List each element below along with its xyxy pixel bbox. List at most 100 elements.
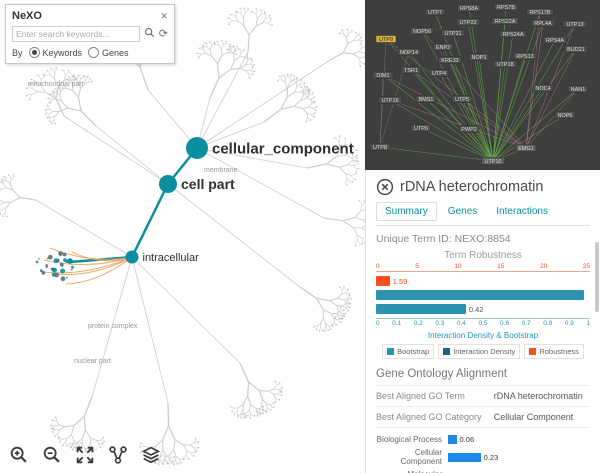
search-mode-keywords[interactable]: Keywords xyxy=(28,47,82,58)
network-node-nop56[interactable]: NOP56 xyxy=(410,27,435,36)
go-alignment-heading: Gene Ontology Alignment xyxy=(376,368,508,380)
network-node-utp6[interactable]: UTP6 xyxy=(410,124,432,133)
network-node-tsr1[interactable]: TSR1 xyxy=(400,66,422,75)
network-node-label: RPS8A xyxy=(460,6,478,12)
search-by-label: By xyxy=(12,47,23,58)
network-node-label: NOP14 xyxy=(400,50,418,56)
search-close-icon[interactable]: ✕ xyxy=(160,10,168,21)
term-title: rDNA heterochromatin xyxy=(400,179,544,195)
network-node-rps22a[interactable]: RPS22A xyxy=(491,17,519,26)
network-node-utp18[interactable]: UTP18 xyxy=(493,60,518,69)
detail-scrollbar[interactable] xyxy=(595,242,599,312)
search-icon[interactable] xyxy=(144,27,155,41)
layers-button[interactable] xyxy=(138,442,164,468)
search-input[interactable] xyxy=(12,26,140,42)
search-mode-genes[interactable]: Genes xyxy=(88,47,129,58)
network-node-rps7b[interactable]: RPS7B xyxy=(494,3,519,12)
tab-summary[interactable]: Summary xyxy=(376,202,437,221)
network-node-rpl4a[interactable]: RPL4A xyxy=(531,19,556,28)
network-node-label: PWP2 xyxy=(461,127,477,133)
legend-item-interaction-density: Interaction Density xyxy=(438,344,521,359)
network-node-rps13[interactable]: RPS13 xyxy=(513,52,538,61)
gene-network-panel: UTP7 RPS8A RPS7B RPS17B UTP22 RPS22A RPL4A UTP1… xyxy=(365,0,600,170)
tree-branch-label: membrane xyxy=(204,167,238,174)
network-node-label: UTP9 xyxy=(379,37,393,43)
network-node-label: UTP16 xyxy=(381,98,398,104)
zoom-out-button[interactable] xyxy=(39,442,65,468)
network-node-label: UTP13 xyxy=(566,22,583,28)
network-node-utp5[interactable]: UTP5 xyxy=(451,95,473,104)
gene-network-canvas[interactable]: UTP7 RPS8A RPS7B RPS17B UTP22 RPS22A RPL4A UTP1… xyxy=(365,0,600,170)
tree-node-intracellular[interactable]: intracellular xyxy=(125,250,200,264)
app-title: NeXO xyxy=(12,10,42,22)
tree-node-label: cellular_component xyxy=(212,140,354,157)
network-node-nan1[interactable]: NAN1 xyxy=(567,85,589,94)
layout-button[interactable] xyxy=(105,442,131,468)
tree-node-cellular_component[interactable]: cellular_component xyxy=(186,137,354,159)
network-node-nop1[interactable]: NOP1 xyxy=(468,53,490,62)
tab-interactions[interactable]: Interactions xyxy=(496,206,548,217)
network-node-utp4[interactable]: UTP4 xyxy=(428,69,450,78)
robustness-chart-title: Term Robustness xyxy=(444,250,522,261)
network-node-utp16[interactable]: UTP16 xyxy=(378,96,403,105)
network-node-bud21[interactable]: BUD21 xyxy=(564,45,589,54)
network-node-rps8a[interactable]: RPS8A xyxy=(457,4,482,13)
network-node-label: EMG1 xyxy=(518,146,534,152)
network-node-label: KRE33 xyxy=(441,58,458,64)
network-node-label: UTP7 xyxy=(428,10,442,16)
network-node-rps24a[interactable]: RPS24A xyxy=(499,30,527,39)
network-node-utp22[interactable]: UTP22 xyxy=(456,18,481,27)
network-node-utp8[interactable]: UTP8 xyxy=(369,143,391,152)
network-node-label: NOP6 xyxy=(558,113,573,119)
refresh-icon[interactable]: ⟳ xyxy=(158,27,168,40)
network-node-pwp2[interactable]: PWP2 xyxy=(458,125,480,134)
network-node-emg1[interactable]: EMG1 xyxy=(515,144,537,153)
tab-genes[interactable]: Genes xyxy=(447,206,478,217)
network-node-label: UTP5 xyxy=(455,97,469,103)
network-node-utp7[interactable]: UTP7 xyxy=(424,8,446,17)
fit-to-screen-icon xyxy=(76,446,94,464)
close-term-icon[interactable] xyxy=(376,178,394,196)
network-node-label: RPL4A xyxy=(534,21,552,27)
legend-item-bootstrap: Bootstrap xyxy=(382,344,435,359)
network-node-bms1[interactable]: BMS1 xyxy=(415,95,437,104)
network-node-kre33[interactable]: KRE33 xyxy=(438,56,463,65)
tree-branch-label: nuclear part xyxy=(74,358,111,365)
network-node-label: RPS7B xyxy=(497,5,515,11)
network-node-enp2[interactable]: ENP2 xyxy=(432,43,454,52)
tree-node-cell_part[interactable]: cell part xyxy=(159,175,235,193)
network-node-noc4[interactable]: NOC4 xyxy=(532,84,554,93)
radio-genes[interactable] xyxy=(88,47,100,58)
network-node-label: BUD21 xyxy=(567,47,585,53)
layers-icon xyxy=(141,446,161,464)
network-node-label: RPS13 xyxy=(516,54,533,60)
network-node-utp21[interactable]: UTP21 xyxy=(441,29,466,38)
network-node-dim1[interactable]: DIM1 xyxy=(372,71,394,80)
network-node-rps17b[interactable]: RPS17B xyxy=(526,8,554,17)
radio-keywords[interactable] xyxy=(28,47,40,58)
network-node-label: UTP21 xyxy=(444,31,461,37)
chart-bar-robustness: 1.59 xyxy=(376,276,590,286)
fit-to-screen-button[interactable] xyxy=(72,442,98,468)
network-node-nop14[interactable]: NOP14 xyxy=(397,48,422,57)
network-node-utp10[interactable]: UTP10 xyxy=(481,157,506,166)
network-node-utp9[interactable]: UTP9 xyxy=(375,35,397,44)
zoom-in-button[interactable] xyxy=(6,442,32,468)
network-node-nop6[interactable]: NOP6 xyxy=(554,111,576,120)
tree-node-label: intracellular xyxy=(143,252,200,264)
tree-branch-label: mitochondrial part xyxy=(28,81,84,88)
chart-bar-bootstrap xyxy=(376,290,590,300)
network-node-rps4a[interactable]: RPS4A xyxy=(543,36,568,45)
network-node-label: RPS17B xyxy=(529,10,550,16)
network-node-utp13[interactable]: UTP13 xyxy=(563,20,588,29)
